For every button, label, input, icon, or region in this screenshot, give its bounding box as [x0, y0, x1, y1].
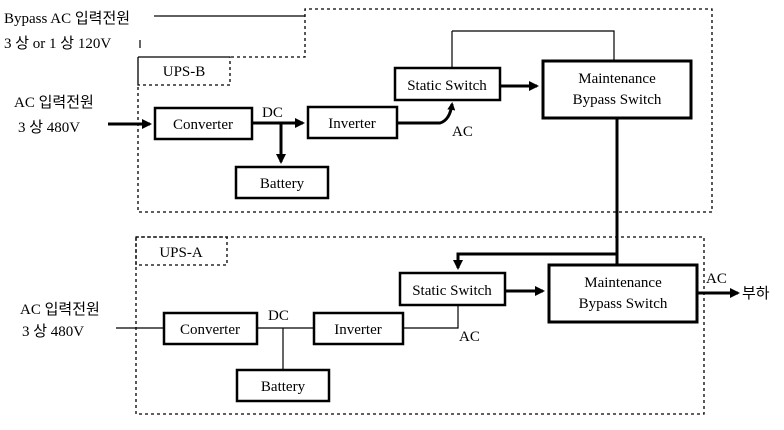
ups-a-inverter-label: Inverter — [334, 322, 381, 338]
ups-b-static-switch-box — [393, 66, 502, 102]
output-ac-label: AC — [706, 271, 727, 287]
ups-b-ac-label: AC — [452, 124, 473, 140]
bypass-input-label-line1: Bypass AC 입력전원 — [4, 10, 130, 27]
ups-b-battery-label: Battery — [260, 176, 305, 192]
ups-b-inverter-label: Inverter — [328, 116, 375, 132]
ups-a-static-switch-label: Static Switch — [412, 283, 492, 299]
bypass-to-maintenance-b — [452, 30, 615, 60]
ups-b-input-label-line2: 3 상 480V — [18, 119, 80, 136]
ups-b-to-ups-a-link — [453, 118, 619, 270]
ups-b-label: UPS-B — [163, 64, 206, 80]
ups-a-converter-box — [162, 311, 259, 346]
ups-a-static-switch-box — [398, 271, 507, 307]
ups-a-inverter-box — [312, 311, 405, 346]
ups-a-label-box — [135, 236, 228, 266]
ups-b-static-switch-label: Static Switch — [407, 78, 487, 94]
ups-b-maintenance-label-line1: Maintenance — [578, 71, 656, 87]
ups-a-maintenance-label-line1: Maintenance — [584, 275, 662, 291]
ups-a-input-label-line2: 3 상 480V — [22, 323, 84, 340]
ups-a-label: UPS-A — [159, 245, 203, 261]
ups-b-input-label-line1: AC 입력전원 — [14, 94, 94, 111]
ups-a-dc-label: DC — [268, 308, 289, 324]
ups-a-battery-box — [235, 368, 331, 403]
ups-b-converter-box — [153, 106, 254, 141]
ups-a-converter-label: Converter — [180, 322, 240, 338]
ups-a-maintenance-label-line2: Bypass Switch — [579, 296, 668, 312]
ups-b-dc-label: DC — [262, 105, 283, 121]
load-label: 부하 — [742, 285, 770, 302]
ups-b-battery-box — [234, 165, 330, 200]
ups-b-maintenance-label-line2: Bypass Switch — [573, 92, 662, 108]
ups-b-inverter-to-static-arrow — [397, 102, 456, 125]
ups-a-maintenance-box — [547, 263, 699, 324]
ups-b-inverter-box — [306, 105, 399, 140]
bypass-input-label-line2: 3 상 or 1 상 120V — [4, 35, 111, 52]
ups-a-inverter-to-static-line — [403, 305, 459, 329]
ups-a-ac-label: AC — [459, 329, 480, 345]
ups-b-container — [137, 8, 713, 213]
ups-a-container — [135, 236, 705, 415]
ups-b-maintenance-box — [541, 59, 693, 120]
ups-b-converter-label: Converter — [173, 117, 233, 133]
ups-a-input-label-line1: AC 입력전원 — [20, 301, 100, 318]
ups-a-battery-label: Battery — [261, 379, 306, 395]
